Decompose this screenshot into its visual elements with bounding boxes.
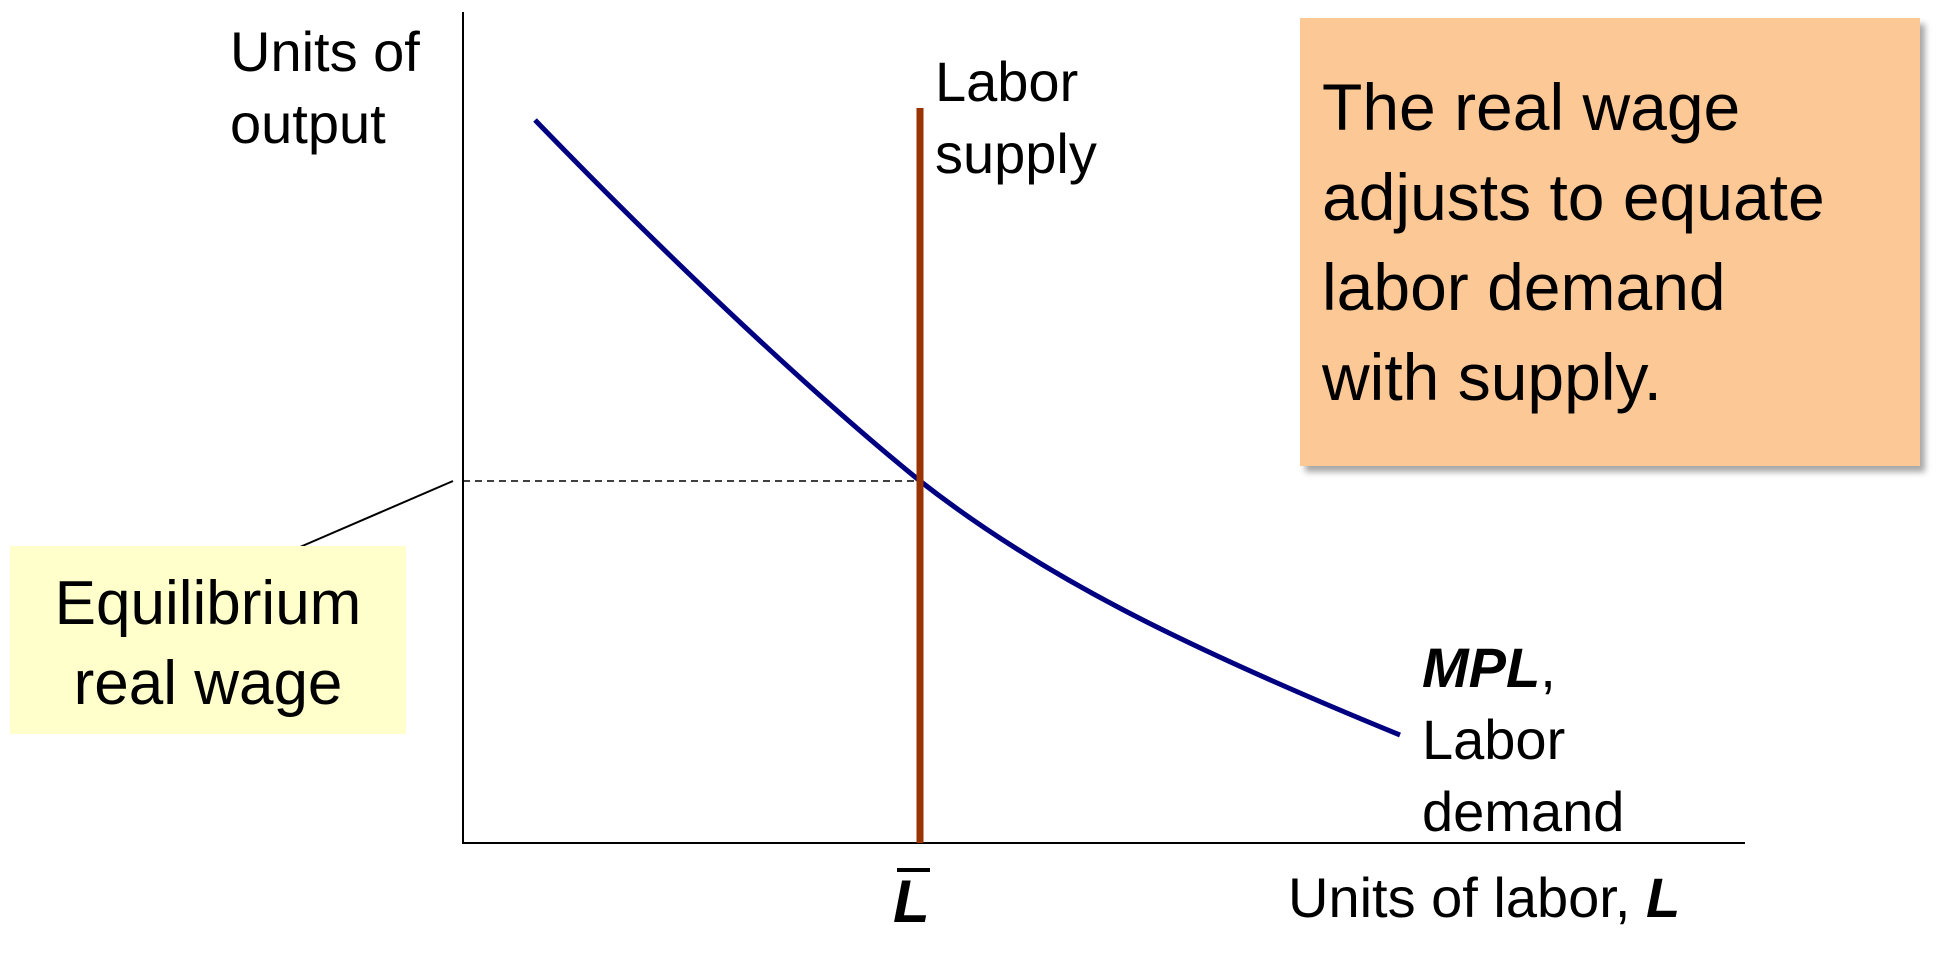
equilibrium-labor-label: L xyxy=(893,866,930,938)
equilibrium-wage-label: Equilibrium real wage xyxy=(54,569,362,718)
labor-demand-text: , Labor demand xyxy=(1422,636,1625,843)
equilibrium-callout-leader xyxy=(299,480,454,548)
labor-demand-curve xyxy=(533,118,1401,738)
labor-demand-label: MPL, Labor demand xyxy=(1422,632,1624,848)
note-callout-box: The real wage adjusts to equate labor de… xyxy=(1300,18,1920,466)
equilibrium-wage-box: Equilibrium real wage xyxy=(10,546,406,734)
mpl-symbol: MPL xyxy=(1422,636,1541,699)
x-axis-label-text: Units of labor, xyxy=(1288,866,1631,929)
x-axis-label-symbol: L xyxy=(1645,866,1681,929)
y-axis-label: Units of output xyxy=(230,20,420,155)
note-text: The real wage adjusts to equate labor de… xyxy=(1322,70,1825,414)
labor-supply-label: Labor supply xyxy=(935,50,1097,185)
x-axis-label: Units of labor, L xyxy=(1288,862,1680,934)
overbar xyxy=(897,868,930,872)
equilibrium-labor-symbol: L xyxy=(893,868,930,935)
